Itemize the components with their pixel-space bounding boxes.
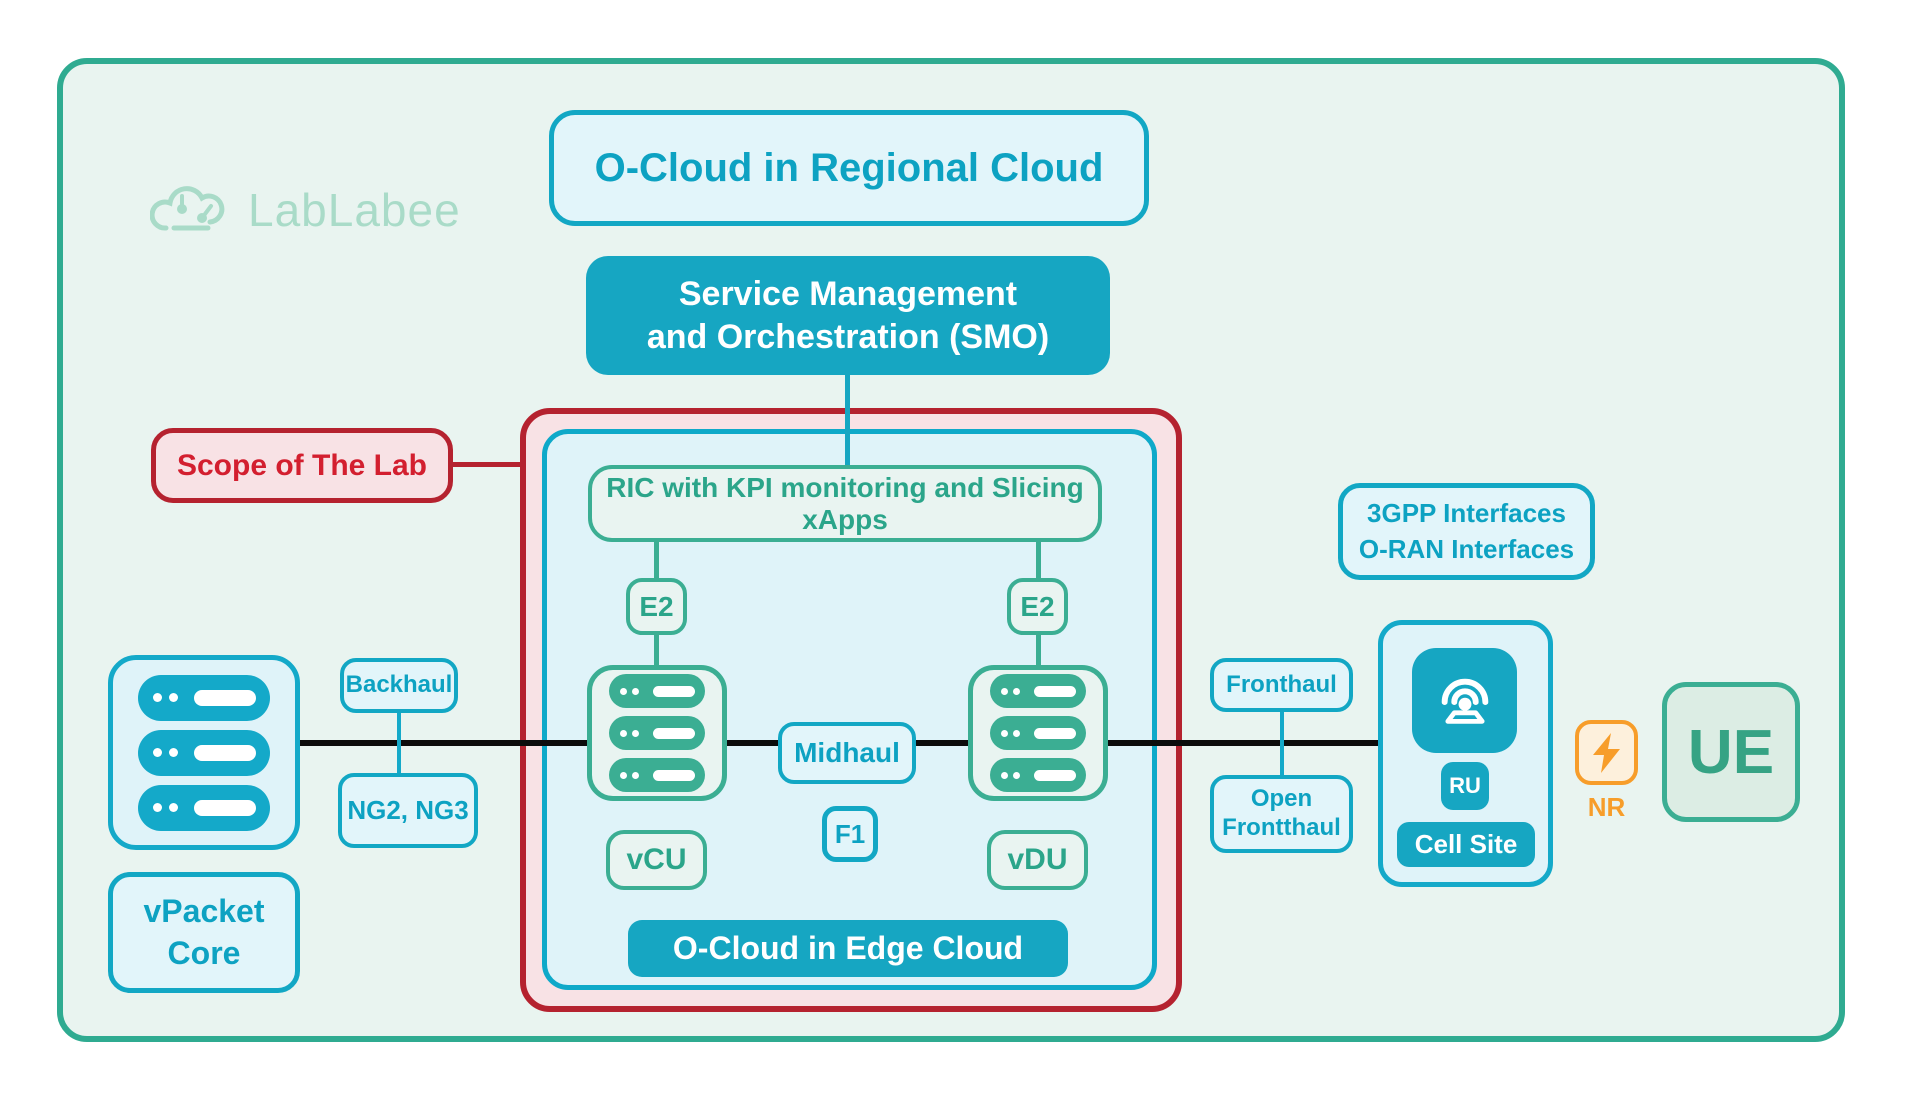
ric-e2-right-connector bbox=[1036, 542, 1041, 580]
backhaul-node: Backhaul bbox=[340, 658, 458, 713]
regional-cloud-title: O-Cloud in Regional Cloud bbox=[549, 110, 1149, 226]
e2-vdu-connector bbox=[1036, 633, 1041, 667]
nr-label: NR bbox=[1587, 792, 1626, 822]
regional-cloud-title-text: O-Cloud in Regional Cloud bbox=[594, 145, 1104, 190]
ric-e2-left-connector bbox=[654, 542, 659, 580]
ue-node: UE bbox=[1662, 682, 1800, 822]
vcu-server-icon bbox=[587, 665, 727, 801]
backhaul-connector bbox=[397, 711, 401, 775]
ric-text: RIC with KPI monitoring and Slicing xApp… bbox=[606, 471, 1084, 535]
e2-vcu-connector bbox=[654, 633, 659, 667]
fronthaul-connector bbox=[1280, 710, 1284, 777]
vpacket-server-icon bbox=[108, 655, 300, 850]
antenna-icon bbox=[1412, 648, 1517, 753]
scope-connector bbox=[453, 462, 523, 467]
scope-of-lab-label: Scope of The Lab bbox=[151, 428, 453, 503]
cloud-logo-icon bbox=[149, 176, 232, 245]
lablabee-logo: LabLabee bbox=[149, 176, 460, 245]
f1-node: F1 bbox=[822, 806, 878, 862]
edge-cloud-banner: O-Cloud in Edge Cloud bbox=[628, 920, 1068, 977]
vdu-label: vDU bbox=[987, 830, 1088, 890]
logo-wordmark: LabLabee bbox=[248, 184, 461, 236]
ru-node: RU bbox=[1441, 762, 1489, 810]
nr-lightning-icon bbox=[1575, 720, 1638, 785]
e2-left-node: E2 bbox=[626, 578, 687, 635]
midhaul-node: Midhaul bbox=[778, 722, 916, 784]
vdu-server-icon bbox=[968, 665, 1108, 801]
ng2-ng3-node: NG2, NG3 bbox=[338, 773, 478, 848]
vcu-label: vCU bbox=[606, 830, 707, 890]
e2-right-node: E2 bbox=[1007, 578, 1068, 635]
smo-ric-connector bbox=[845, 375, 850, 467]
cell-site-label: Cell Site bbox=[1397, 822, 1535, 867]
fronthaul-node: Fronthaul bbox=[1210, 658, 1353, 712]
ric-node: RIC with KPI monitoring and Slicing xApp… bbox=[588, 465, 1102, 542]
